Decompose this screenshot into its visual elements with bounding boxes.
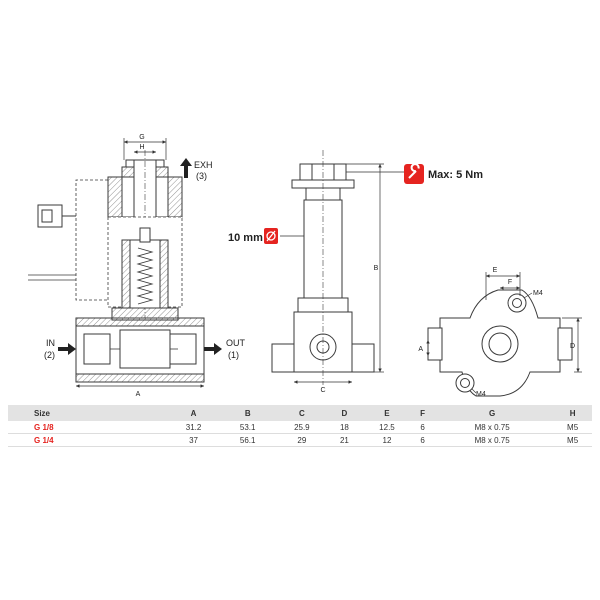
dimension-table: Size A B C D E F G H G 1/8 31.2 53.1 25.… (8, 405, 592, 447)
technical-drawing: G H A EXH (3) IN (2) OUT (1) B C 10 mm (28, 134, 582, 398)
in-label: IN (46, 338, 55, 348)
dim-b-label: B (374, 265, 379, 272)
table-header-row: Size A B C D E F G H (8, 405, 592, 421)
table-cell: 31.2 (166, 421, 221, 434)
table-cell: 6 (414, 421, 432, 434)
exh-number: (3) (196, 171, 207, 181)
col-header-size: Size (8, 405, 167, 421)
col-header-a: A (166, 405, 221, 421)
exh-label: EXH (194, 160, 213, 170)
size-cell: G 1/4 (8, 433, 167, 447)
table-cell: 18 (328, 421, 360, 434)
table-cell: 12.5 (359, 421, 415, 434)
table-cell: 56.1 (220, 433, 275, 447)
col-header-h: H (553, 405, 592, 421)
dim-e-label: E (493, 267, 498, 274)
out-number: (1) (228, 350, 239, 360)
table-row: G 1/8 31.2 53.1 25.9 18 12.5 6 M8 x 0.75… (8, 421, 592, 434)
exh-arrow-icon (180, 158, 192, 178)
col-header-c: C (274, 405, 329, 421)
size-cell: G 1/8 (8, 421, 167, 434)
out-arrow-icon (204, 343, 222, 355)
table-row: G 1/4 37 56.1 29 21 12 6 M8 x 0.75 M5 (8, 433, 592, 447)
table-cell: 53.1 (220, 421, 275, 434)
table-cell: 12 (359, 433, 415, 447)
dim-g-label: G (139, 134, 144, 141)
dim-h-label: H (139, 144, 144, 151)
bottom-view (427, 289, 573, 397)
thread-bottom-label: M4 (476, 391, 486, 398)
col-header-e: E (359, 405, 415, 421)
dim-f-label: F (508, 279, 512, 286)
out-label: OUT (226, 338, 246, 348)
table-cell: 21 (328, 433, 360, 447)
col-header-g: G (431, 405, 554, 421)
table-cell: M5 (553, 421, 592, 434)
table-cell: 6 (414, 433, 432, 447)
table-cell: 37 (166, 433, 221, 447)
table-cell: 25.9 (274, 421, 329, 434)
side-view (271, 150, 375, 385)
dim-a-label: A (136, 391, 141, 398)
thread-top-label: M4 (533, 290, 543, 297)
dim-a-bottom-label: A (418, 346, 423, 353)
col-header-b: B (220, 405, 275, 421)
table-cell: 29 (274, 433, 329, 447)
in-number: (2) (44, 350, 55, 360)
col-header-d: D (328, 405, 360, 421)
in-arrow-icon (58, 343, 76, 355)
col-header-f: F (414, 405, 432, 421)
section-view (28, 150, 205, 383)
dim-c-label: C (320, 387, 325, 394)
table-cell: M8 x 0.75 (431, 421, 554, 434)
dim-d-label: D (570, 343, 575, 350)
table-cell: M5 (553, 433, 592, 447)
diameter-label: 10 mm (228, 232, 263, 244)
torque-label: Max: 5 Nm (428, 169, 483, 181)
table-cell: M8 x 0.75 (431, 433, 554, 447)
